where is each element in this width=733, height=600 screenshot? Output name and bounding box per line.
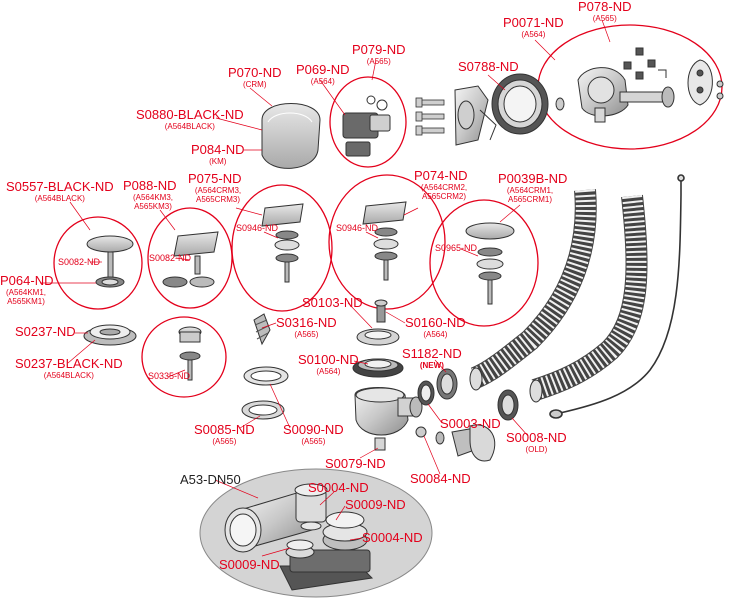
base-siphon-ellipse: [199, 468, 433, 598]
group-circles: [53, 24, 723, 398]
label-p074: P074-ND(A564CRM2, A565CRM2): [414, 168, 468, 202]
label-s0009a: S0009-ND: [345, 497, 406, 512]
group-circle-s0557: [53, 216, 143, 310]
screw-s0160: [374, 299, 388, 323]
label-p0039b: P0039B-ND(A564CRM1, A565CRM1): [498, 171, 568, 205]
label-s0237: S0237-ND: [15, 324, 76, 339]
plug-s0335: [178, 326, 202, 381]
label-s0003: S0003-ND: [440, 416, 501, 431]
label-s0082b: S0082-ND: [149, 253, 192, 263]
label-s0946b: S0946-ND: [336, 223, 379, 233]
plug-p088: [162, 231, 219, 288]
adapter-s0084: [415, 424, 496, 462]
flexible-hose-right: [529, 194, 648, 403]
label-a53: A53-DN50: [180, 472, 241, 487]
gasket-s0085: [241, 400, 285, 420]
overflow-cover-p070: [261, 103, 321, 169]
label-p069: P069-ND(A564): [296, 62, 350, 87]
label-s0090: S0090-ND(A565): [283, 422, 344, 447]
flange-s0237: [83, 324, 137, 346]
leader-lines: [40, 19, 611, 557]
group-circle-p075: [231, 184, 333, 312]
label-p079: P079-ND(A565): [352, 42, 406, 67]
label-s0335: S0335-ND: [148, 371, 191, 381]
group-circle-p069: [329, 76, 407, 168]
label-s0103: S0103-ND: [302, 295, 363, 310]
label-p0071: P0071-ND(A564): [503, 15, 564, 40]
label-s0880: S0880-BLACK-ND(A564BLACK): [136, 107, 244, 132]
label-s0079: S0079-ND: [325, 456, 386, 471]
label-s0160: S0160-ND(A564): [405, 315, 466, 340]
bowden-cable: [549, 174, 685, 419]
label-s0084: S0084-ND: [410, 471, 471, 486]
group-circle-p074: [328, 174, 446, 310]
label-p084: P084-ND(KM): [191, 142, 245, 167]
nut-s0008: [497, 389, 519, 421]
base-siphon-part: [224, 483, 374, 591]
overflow-body-p0071: [555, 47, 724, 123]
overflow-cap-p079: [342, 95, 391, 157]
label-s0004a: S0004-ND: [308, 480, 369, 495]
overflow-plate: [454, 85, 497, 146]
ring-s0003: [417, 380, 435, 406]
label-s0237b: S0237-BLACK-ND(A564BLACK): [15, 356, 123, 381]
plug-p075: [261, 203, 304, 283]
label-s1182: S1182-ND(NEW): [402, 346, 462, 371]
plug-p074: [362, 201, 407, 281]
label-s0085: S0085-ND(A565): [194, 422, 255, 447]
label-s0788: S0788-ND: [458, 59, 519, 74]
label-s0965: S0965-ND: [435, 243, 478, 253]
label-s0946a: S0946-ND: [236, 223, 279, 233]
gasket-s0090: [243, 366, 289, 386]
plug-p0039b: [465, 222, 515, 305]
label-p088: P088-ND(A564KM3, A565KM3): [123, 178, 177, 212]
label-s0008: S0008-ND(OLD): [506, 430, 567, 455]
label-s0009b: S0009-ND: [219, 557, 280, 572]
label-s0100: S0100-ND(A564): [298, 352, 359, 377]
gasket-s0103: [356, 328, 400, 346]
label-s0316: S0316-ND(A565): [276, 315, 337, 340]
label-p064: P064-ND(A564KM1, A565KM1): [0, 273, 54, 307]
group-circle-s0335: [141, 316, 227, 398]
bolt-s0316: [253, 313, 271, 346]
label-s0082a: S0082-ND: [58, 257, 101, 267]
label-s0004b: S0004-ND: [362, 530, 423, 545]
label-s0557: S0557-BLACK-ND(A564BLACK): [6, 179, 114, 204]
label-p070: P070-ND(CRM): [228, 65, 282, 90]
group-circle-p0039b: [429, 199, 539, 327]
screws: [415, 97, 445, 136]
plug-s0557: [86, 235, 134, 288]
drain-body: [354, 387, 423, 451]
label-p075: P075-ND(A564CRM3, A565CRM3): [188, 171, 242, 205]
flange-s0100: [352, 358, 404, 378]
label-p078: P078-ND(A565): [578, 0, 632, 23]
flexible-hose-left: [469, 189, 597, 391]
nut-s1182: [436, 368, 458, 400]
overflow-ring-s0788: [491, 73, 549, 135]
